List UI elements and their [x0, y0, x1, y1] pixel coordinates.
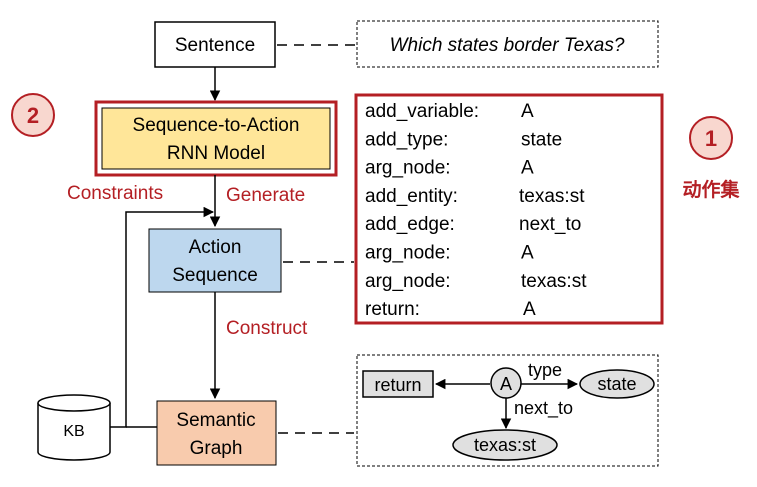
badge-2-number: 2 — [27, 103, 39, 128]
action-op: add_edge: — [365, 214, 455, 235]
semantic-graph-line2: Graph — [190, 438, 243, 459]
sentence-node: Sentence — [154, 21, 276, 68]
action-arg: A — [521, 101, 534, 122]
action-op: add_type: — [365, 129, 448, 150]
seq2act-model-node: Sequence-to-Action RNN Model — [94, 100, 338, 177]
constraints-label: Constraints — [67, 183, 163, 204]
graph-next-to-label: next_to — [514, 398, 573, 419]
graph-type-label: type — [528, 360, 562, 380]
graph-variable-label: A — [500, 374, 512, 394]
seq2act-label-line1: Sequence-to-Action — [133, 115, 300, 136]
badge-1: 1 — [689, 116, 733, 160]
graph-panel: return A type state next_to texas:st — [356, 354, 659, 467]
graph-return-label: return — [374, 375, 421, 395]
action-arg: texas:st — [519, 186, 585, 207]
action-arg: A — [521, 243, 534, 264]
graph-entity-label: texas:st — [474, 435, 536, 455]
kb-database-icon: KB — [37, 394, 111, 461]
action-arg: A — [523, 299, 536, 320]
graph-state-label: state — [597, 374, 636, 394]
semantic-graph-node: Semantic Graph — [156, 400, 277, 466]
action-arg: texas:st — [521, 271, 587, 292]
badge-2: 2 — [11, 93, 55, 137]
action-op: add_entity: — [365, 186, 458, 207]
graph-return-node — [362, 370, 434, 398]
action-set-caption: 动作集 — [682, 178, 740, 201]
action-sequence-node: Action Sequence — [148, 228, 282, 293]
action-op: arg_node: — [365, 158, 451, 179]
action-arg: state — [521, 129, 562, 150]
kb-constraints-arrow — [110, 206, 215, 428]
action-op: arg_node: — [365, 243, 451, 264]
sentence-label: Sentence — [175, 35, 255, 56]
question-node: Which states border Texas? — [356, 20, 659, 68]
action-sequence-line2: Sequence — [172, 265, 258, 286]
graph-entity-node — [452, 429, 558, 461]
action-op: arg_node: — [365, 271, 451, 292]
seq2act-label-line2: RNN Model — [167, 143, 265, 164]
kb-label: KB — [63, 423, 84, 440]
graph-state-node — [579, 369, 655, 399]
action-sequence-line1: Action — [189, 237, 242, 258]
construct-label: Construct — [226, 318, 308, 339]
badge-1-number: 1 — [705, 126, 717, 151]
question-text: Which states border Texas? — [390, 35, 625, 56]
generate-label: Generate — [226, 185, 305, 206]
action-arg: next_to — [519, 214, 581, 235]
action-arg: A — [521, 158, 534, 179]
semantic-graph-line1: Semantic — [176, 410, 255, 431]
action-op: add_variable: — [365, 101, 479, 122]
action-op: return: — [365, 299, 420, 320]
